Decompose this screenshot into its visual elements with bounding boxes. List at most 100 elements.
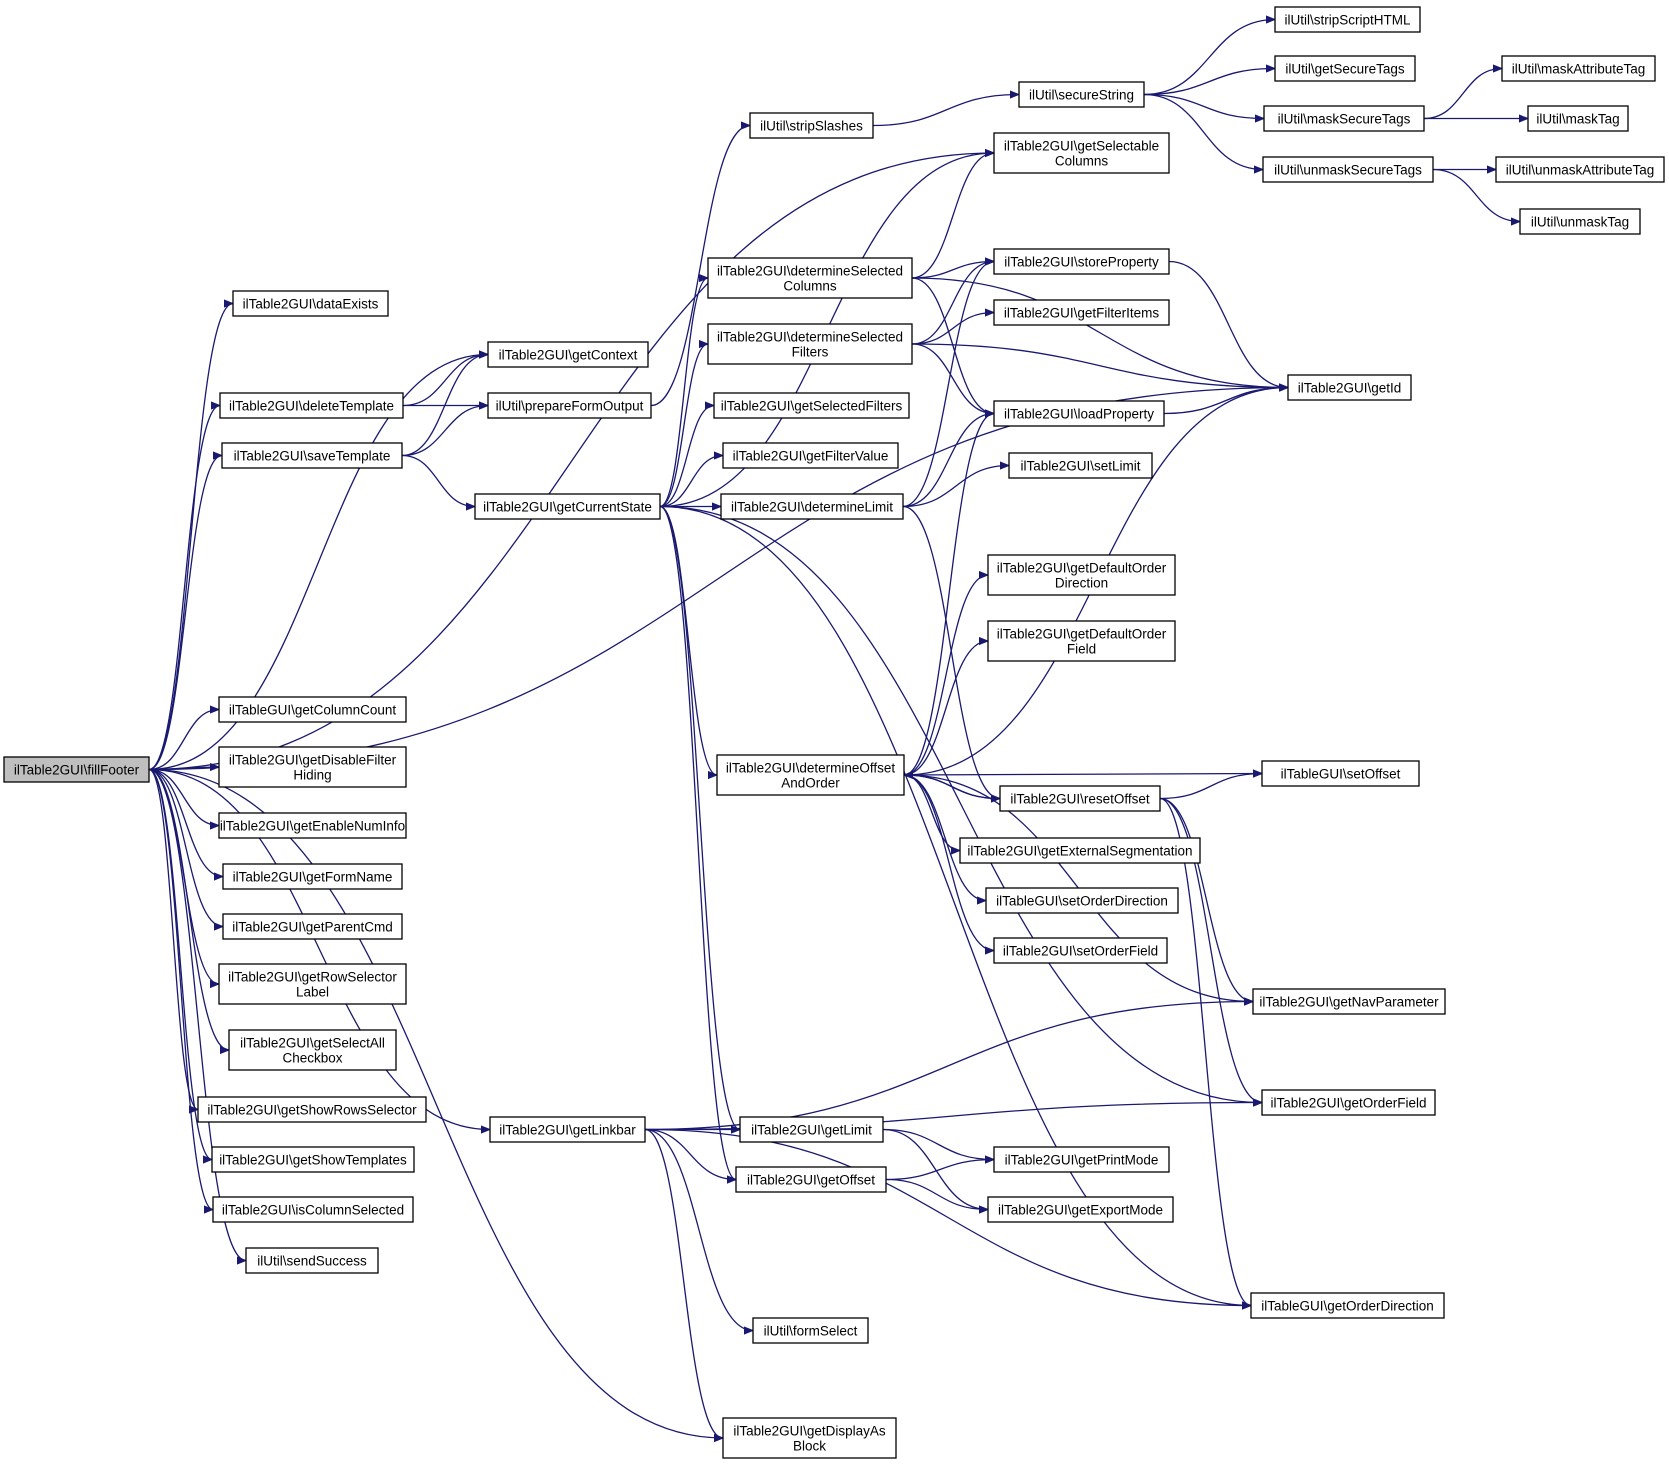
edge-line [644,1128,736,1180]
node-deleteTemplate[interactable]: ilTable2GUI\deleteTemplate [219,392,404,419]
node-getColumnCount[interactable]: ilTableGUI\getColumnCount [218,696,407,723]
node-dataExists[interactable]: ilTable2GUI\dataExists [232,290,389,317]
edge-determineSelectedColumns-to-loadProperty [911,277,995,414]
node-label: Field [1067,642,1096,657]
node-maskSecureTags[interactable]: ilUtil\maskSecureTags [1263,105,1425,132]
node-label: ilUtil\secureString [1029,88,1134,103]
node-unmaskTag[interactable]: ilUtil\unmaskTag [1519,208,1641,235]
node-getExportMode[interactable]: ilTable2GUI\getExportMode [987,1196,1174,1223]
edge-getCurrentState-to-getOffset [659,505,737,1180]
node-getOrderDirection[interactable]: ilTableGUI\getOrderDirection [1250,1292,1445,1319]
node-unmaskSecureTags[interactable]: ilUtil\unmaskSecureTags [1262,156,1434,183]
node-getId[interactable]: ilTable2GUI\getId [1287,374,1412,401]
edge-line [911,262,994,345]
node-getSecureTags[interactable]: ilUtil\getSecureTags [1274,55,1416,82]
node-getOrderField[interactable]: ilTable2GUI\getOrderField [1261,1089,1436,1116]
node-label: ilTable2GUI\getShowTemplates [219,1153,407,1168]
node-label: ilTable2GUI\getFormName [233,870,393,885]
node-box [716,754,905,796]
node-box [487,341,649,368]
node-getFilterItems[interactable]: ilTable2GUI\getFilterItems [993,299,1170,326]
edge-line [148,768,230,1051]
node-sendSuccess[interactable]: ilUtil\sendSuccess [245,1247,379,1274]
edge-saveTemplate-to-getCurrentState [401,454,475,507]
node-getFormName[interactable]: ilTable2GUI\getFormName [222,863,403,890]
edge-getLinkbar-to-getNavParameter [644,1002,1253,1131]
edge-line [644,1002,1253,1131]
node-getContext[interactable]: ilTable2GUI\getContext [487,341,649,368]
node-box [707,257,913,299]
node-label: ilTable2GUI\getLinkbar [499,1123,636,1138]
node-getCurrentState[interactable]: ilTable2GUI\getCurrentState [474,493,661,520]
node-getLinkbar[interactable]: ilTable2GUI\getLinkbar [489,1116,646,1143]
node-getExternalSegmentation[interactable]: ilTable2GUI\getExternalSegmentation [959,837,1201,864]
edge-line [911,313,994,345]
node-prepareFormOutput[interactable]: ilUtil\prepareFormOutput [487,392,652,419]
node-saveTemplate[interactable]: ilTable2GUI\saveTemplate [221,442,403,469]
node-box [707,323,913,365]
node-fillFooter[interactable]: ilTable2GUI\fillFooter [3,756,150,783]
node-getPrintMode[interactable]: ilTable2GUI\getPrintMode [993,1146,1170,1173]
edge-fillFooter-to-sendSuccess [148,768,247,1261]
node-box [218,963,407,1005]
edge-getLinkbar-to-getDisplayAsBlock [644,1128,724,1439]
node-isColumnSelected[interactable]: ilTable2GUI\isColumnSelected [212,1196,414,1223]
node-storeProperty[interactable]: ilTable2GUI\storeProperty [993,248,1170,275]
node-getSelectedFilters[interactable]: ilTable2GUI\getSelectedFilters [713,392,910,419]
node-unmaskAttributeTag[interactable]: ilUtil\unmaskAttributeTag [1495,156,1665,183]
node-box [1274,55,1416,82]
node-secureString[interactable]: ilUtil\secureString [1018,81,1145,108]
node-resetOffset[interactable]: ilTable2GUI\resetOffset [999,785,1161,812]
edge-secureString-to-maskSecureTags [1143,93,1264,119]
edge-line [911,277,995,414]
edge-stripSlashes-to-secureString [872,95,1019,127]
edge-line [401,454,475,507]
edge-getCurrentState-to-getOrderField [659,505,1262,1103]
node-label: ilTable2GUI\getRowSelector [228,970,397,985]
edge-unmaskSecureTags-to-unmaskTag [1432,168,1520,222]
edge-determineLimit-to-storeProperty [902,262,995,508]
edge-line [885,1160,994,1181]
node-label: Checkbox [282,1051,342,1066]
edge-resetOffset-to-getOrderField [1159,797,1263,1103]
node-getParentCmd[interactable]: ilTable2GUI\getParentCmd [222,913,403,940]
edge-line [659,505,737,1180]
node-stripScriptHTML[interactable]: ilUtil\stripScriptHTML [1274,6,1421,33]
node-formSelect[interactable]: ilUtil\formSelect [752,1317,869,1344]
node-label: ilUtil\unmaskAttributeTag [1506,163,1655,178]
node-maskTag[interactable]: ilUtil\maskTag [1527,105,1629,132]
edge-line [902,466,1009,508]
node-label: Block [793,1439,826,1454]
node-loadProperty[interactable]: ilTable2GUI\loadProperty [993,400,1165,427]
node-determineLimit[interactable]: ilTable2GUI\determineLimit [720,493,904,520]
node-getShowTemplates[interactable]: ilTable2GUI\getShowTemplates [211,1146,415,1173]
node-stripSlashes[interactable]: ilUtil\stripSlashes [749,112,874,139]
node-setOrderField[interactable]: ilTable2GUI\setOrderField [993,937,1168,964]
node-getEnableNumInfo[interactable]: ilTable2GUI\getEnableNumInfo [218,812,407,839]
node-label: ilTable2GUI\getExternalSegmentation [967,844,1192,859]
edge-line [659,505,741,1130]
node-setOrderDirection[interactable]: ilTableGUI\setOrderDirection [985,887,1179,914]
node-label: ilUtil\stripSlashes [760,119,863,134]
node-maskAttributeTag[interactable]: ilUtil\maskAttributeTag [1501,55,1656,82]
node-getLimit[interactable]: ilTable2GUI\getLimit [739,1116,884,1143]
node-label: ilTable2GUI\getOffset [747,1173,875,1188]
node-getFilterValue[interactable]: ilTable2GUI\getFilterValue [722,442,899,469]
node-setLimit[interactable]: ilTable2GUI\setLimit [1008,452,1153,479]
node-getShowRowsSelector[interactable]: ilTable2GUI\getShowRowsSelector [197,1096,427,1123]
node-label: ilTable2GUI\determineLimit [731,500,893,515]
node-setOffset[interactable]: ilTableGUI\setOffset [1261,760,1420,787]
node-box [474,493,661,520]
node-getNavParameter[interactable]: ilTable2GUI\getNavParameter [1252,988,1446,1015]
node-getOffset[interactable]: ilTable2GUI\getOffset [735,1166,887,1193]
